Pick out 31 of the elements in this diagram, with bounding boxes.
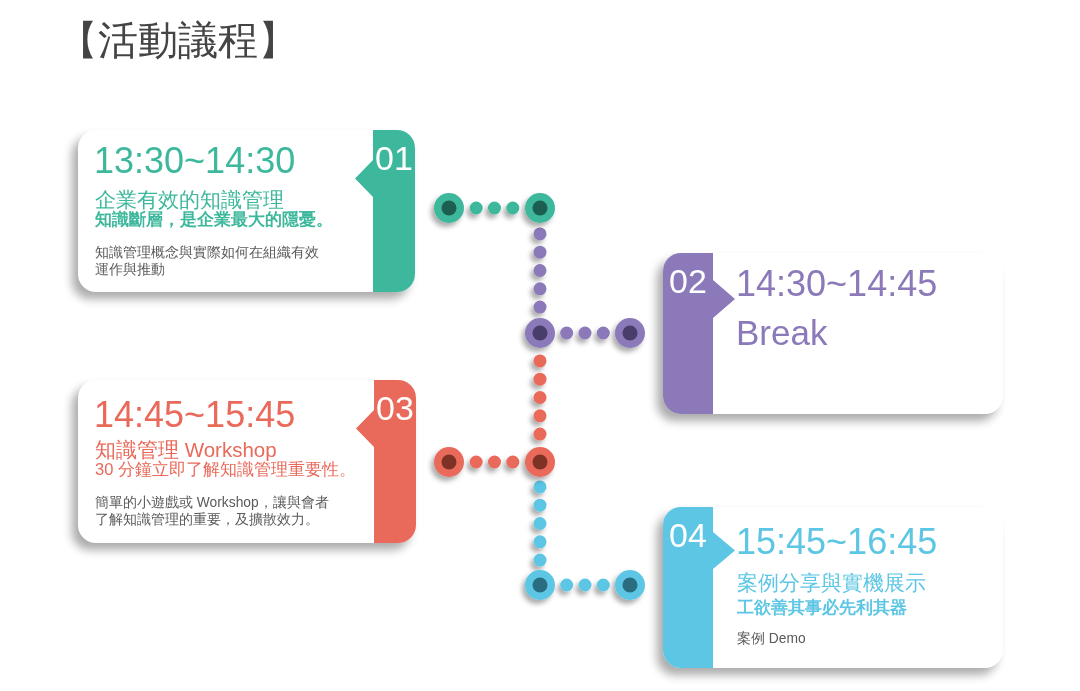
ring-node: [615, 318, 645, 348]
ring-node: [615, 570, 645, 600]
session-subtitle: 知識斷層，是企業最大的隱憂。: [95, 210, 333, 229]
page-title: 【活動議程】: [58, 17, 298, 63]
session-title: 知識管理 Workshop: [95, 438, 277, 461]
time-range: 14:30~14:45: [736, 263, 938, 305]
agenda-card: [663, 253, 1003, 414]
ring-node: [525, 570, 555, 600]
ring-node: [434, 193, 464, 223]
agenda-card: [78, 380, 416, 543]
session-description: 知識管理概念與實際如何在組織有效運作與推動: [95, 244, 320, 278]
time-range: 15:45~16:45: [736, 521, 938, 563]
ring-node: [434, 447, 464, 477]
session-title: Break: [736, 313, 828, 354]
agenda-card: [78, 130, 415, 292]
step-number: 02: [669, 262, 707, 302]
time-range: 14:45~15:45: [94, 394, 296, 436]
session-subtitle: 工欲善其事必先利其器: [737, 598, 907, 617]
ring-node: [525, 193, 555, 223]
session-description: 簡單的小遊戲或 Workshop，讓與會者了解知識管理的重要，及擴散效力。: [95, 494, 330, 528]
time-range: 13:30~14:30: [94, 140, 296, 182]
session-title: 企業有效的知識管理: [95, 188, 284, 212]
session-subtitle: 30 分鐘立即了解知識管理重要性。: [95, 460, 356, 479]
session-description: 案例 Demo: [737, 630, 806, 647]
ring-node: [525, 447, 555, 477]
step-number: 03: [376, 389, 414, 429]
session-title: 案例分享與實機展示: [737, 571, 926, 595]
ring-node: [525, 318, 555, 348]
step-number: 01: [375, 139, 413, 179]
step-number: 04: [669, 516, 707, 556]
agenda-card: [663, 507, 1003, 668]
